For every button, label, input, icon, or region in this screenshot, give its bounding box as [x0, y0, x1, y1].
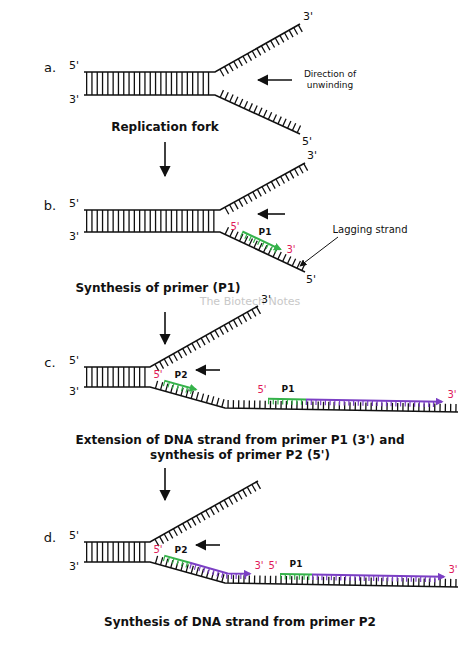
strand-end: 5': [69, 59, 79, 73]
primer-end: 3': [447, 389, 456, 402]
leader-line: [300, 237, 338, 266]
primer-name: P2: [175, 545, 188, 556]
dna-strand: [84, 24, 300, 72]
strand-end: 3': [69, 230, 79, 244]
step-arrow: [164, 468, 166, 500]
strand-end: 5': [302, 135, 312, 149]
bases: [156, 385, 458, 409]
strand-note: Lagging strand: [332, 224, 407, 237]
panel-d: [84, 481, 458, 587]
strand-end: 3': [69, 93, 79, 107]
primer-end: 3': [286, 244, 295, 257]
panel-a: [84, 24, 302, 134]
primer-name: P1: [259, 227, 272, 238]
new-dna-arrow: [190, 563, 250, 574]
panel-letter: d.: [44, 530, 56, 546]
unwinding-arrow: [258, 79, 292, 81]
primer-bases: [268, 399, 306, 405]
strand-end: 3': [307, 149, 317, 163]
base-pairs: [86, 367, 148, 387]
strand-end: 5': [69, 354, 79, 368]
bases: [156, 485, 260, 544]
bases: [221, 28, 302, 74]
base-pairs: [86, 72, 213, 95]
primer-name: P2: [175, 370, 188, 381]
primer-bases: [280, 574, 312, 580]
panel-b: [84, 163, 338, 272]
dna-strand: [84, 306, 258, 367]
strand-end: 3': [261, 293, 271, 307]
dna-strand: [84, 232, 305, 272]
primer-name: P1: [290, 559, 303, 570]
panel-letter: c.: [44, 355, 55, 371]
strand-end: 5': [306, 273, 316, 287]
primer-end: 5': [153, 369, 162, 382]
primer-end: 5': [230, 221, 239, 234]
new-dna-arrow: [312, 575, 444, 577]
base-pairs: [86, 210, 218, 232]
primer-end: 5': [268, 560, 277, 573]
unwinding-arrow: [196, 544, 220, 546]
panel-c: [84, 306, 458, 412]
step-arrow: [164, 312, 166, 344]
primer: [268, 398, 306, 401]
panel-caption: Synthesis of DNA strand from primer P2: [104, 615, 376, 630]
primer-arrow: [164, 381, 196, 390]
new-dna-arrow: [306, 399, 442, 401]
step-arrow: [164, 142, 166, 176]
panel-letter: b.: [44, 198, 56, 214]
strand-end: 5': [69, 529, 79, 543]
primer: [280, 573, 312, 576]
unwinding-arrow: [196, 369, 220, 371]
base-pairs: [86, 542, 148, 562]
unwinding-arrow: [258, 213, 285, 215]
primer-end: 5': [257, 384, 266, 397]
dna-strand: [84, 163, 305, 210]
bases: [156, 560, 458, 584]
panel-caption: Synthesis of primer (P1): [75, 281, 240, 296]
bases: [156, 310, 260, 369]
watermark: The Biotech Notes: [200, 295, 301, 309]
bases: [221, 94, 302, 131]
primer-end: 5': [153, 544, 162, 557]
primer: [164, 556, 190, 563]
new-dna-bases: [312, 578, 438, 580]
primer-name: P1: [282, 384, 295, 395]
panel-caption: Extension of DNA strand from primer P1 (…: [70, 433, 410, 463]
bases: [226, 167, 307, 212]
strand-end: 5': [69, 197, 79, 211]
primer-end: 3': [254, 560, 263, 573]
strand-end: 3': [69, 560, 79, 574]
panel-letter: a.: [44, 60, 56, 76]
primer-end: 3': [448, 564, 457, 577]
strand-end: 3': [69, 385, 79, 399]
dna-strand: [84, 95, 300, 134]
new-dna-bases: [306, 402, 436, 404]
panel-caption: Replication fork: [111, 120, 219, 135]
direction-note: Direction of unwinding: [298, 69, 362, 92]
dna-strand: [84, 481, 258, 542]
strand-end: 3': [303, 10, 313, 24]
